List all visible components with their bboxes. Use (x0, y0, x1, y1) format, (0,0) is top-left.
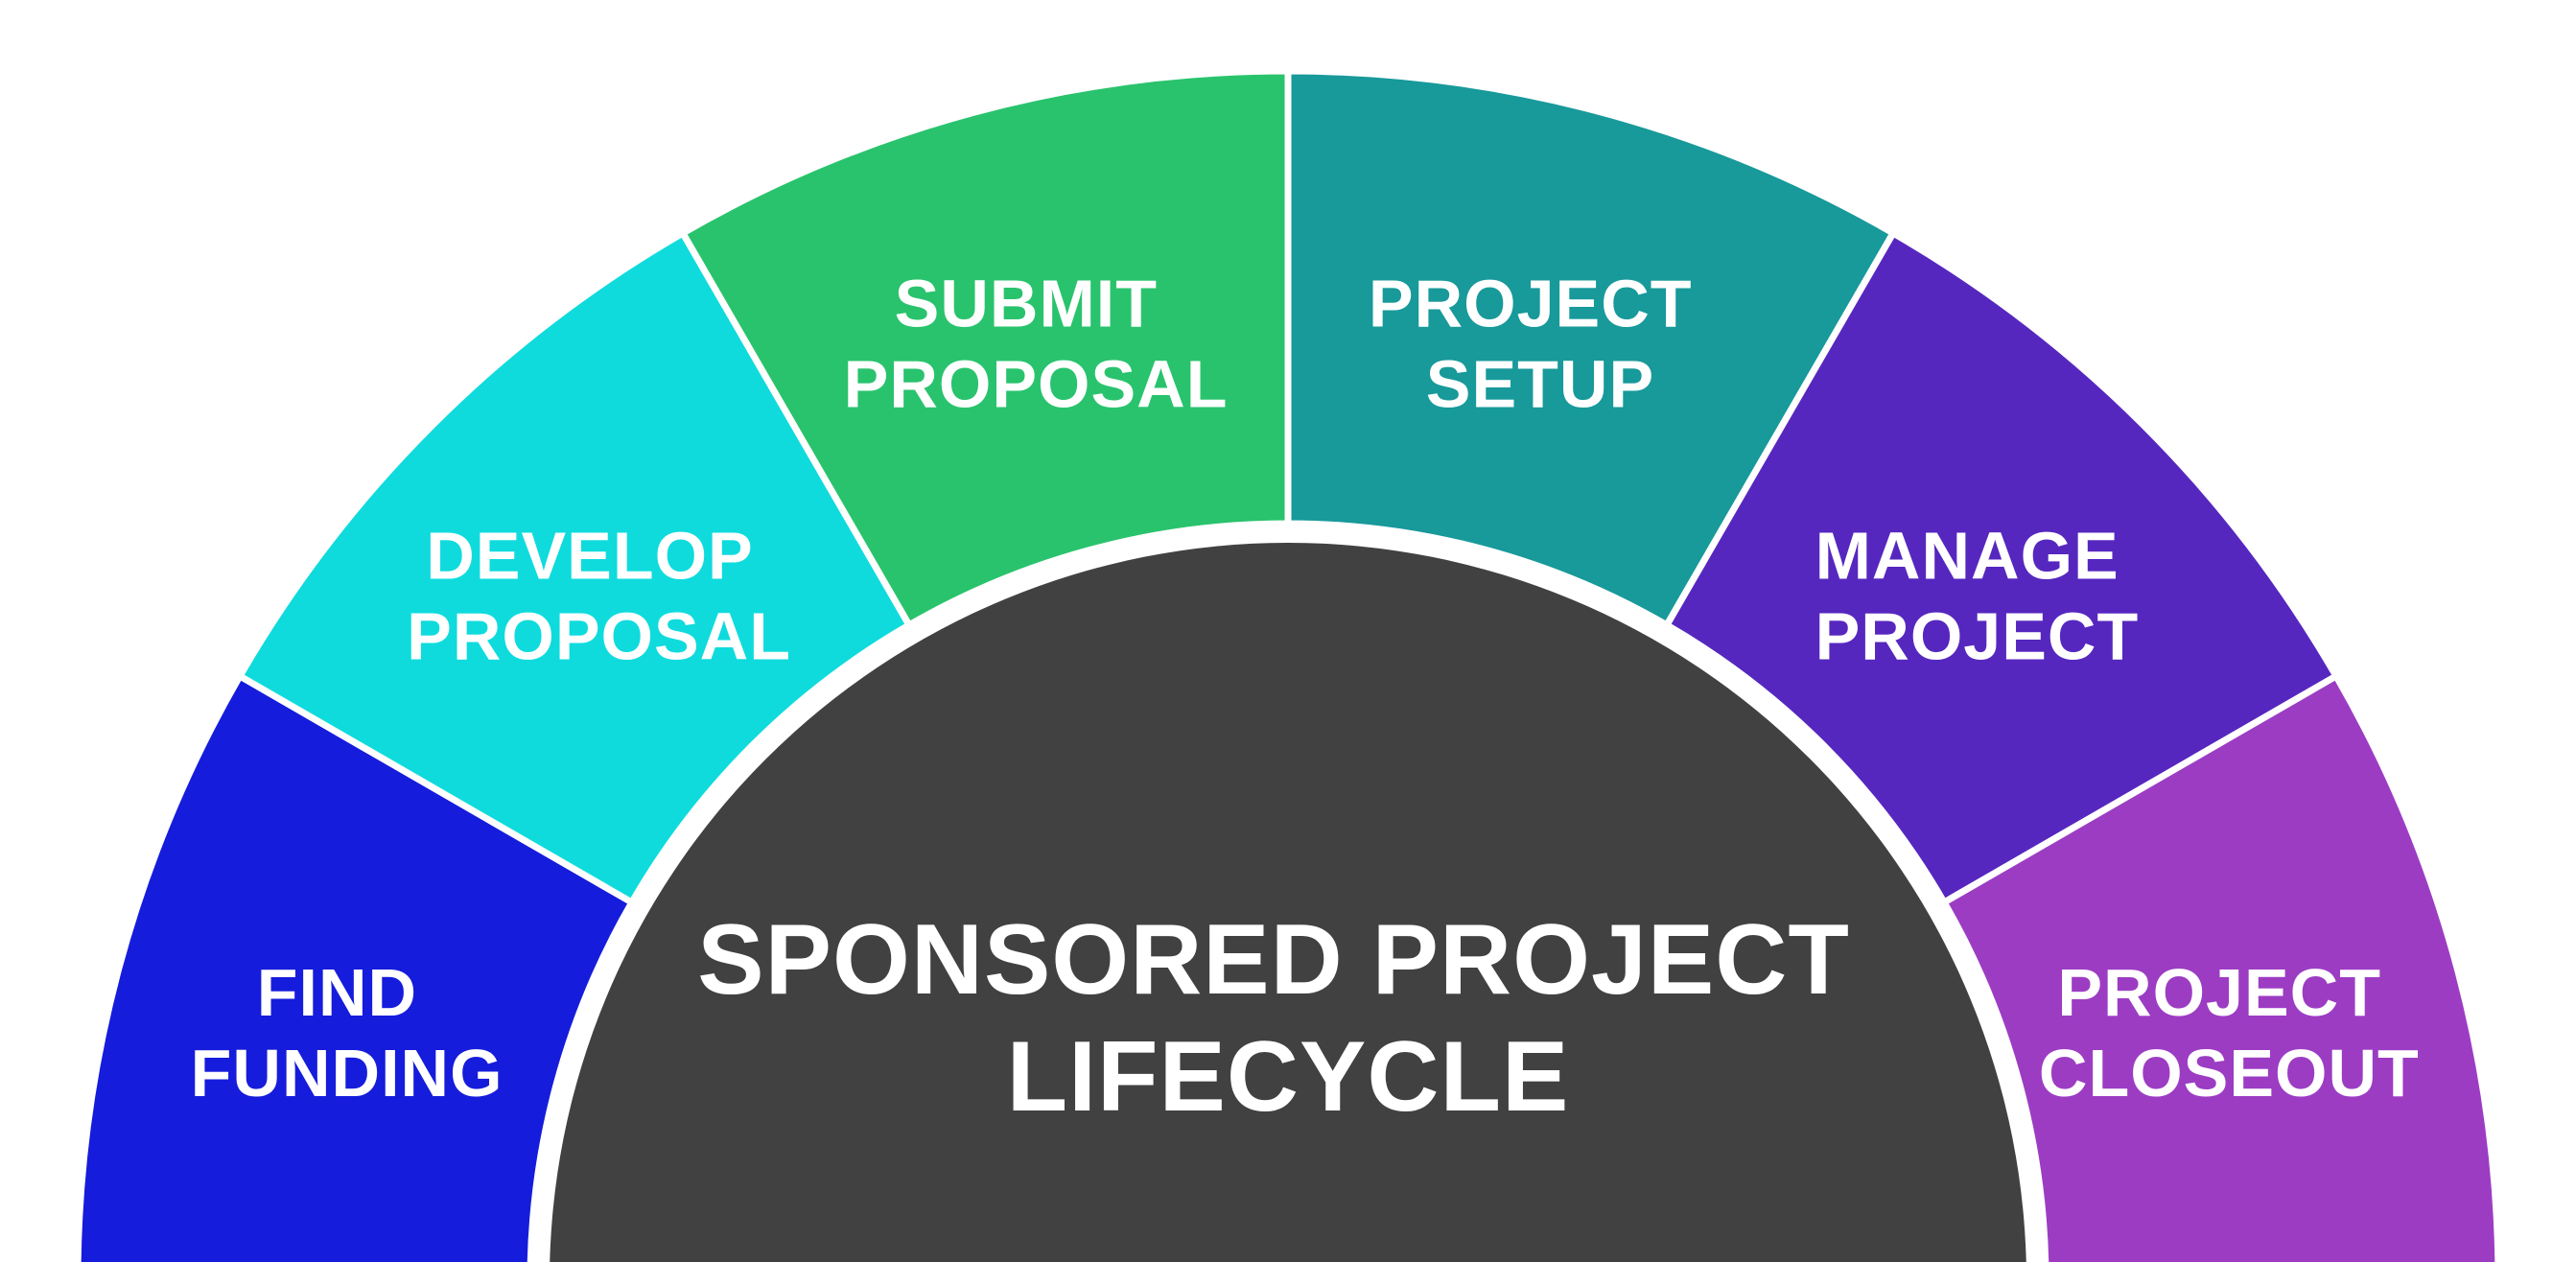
stage-label-line2: FUNDING (191, 1036, 503, 1110)
stage-label-line1: MANAGE (1815, 519, 2119, 594)
stage-label-project-closeout: PROJECT CLOSEOUT (2039, 955, 2420, 1110)
stage-label-line2: PROPOSAL (407, 599, 791, 674)
stage-segments (74, 67, 2502, 1262)
center-disc (550, 543, 2026, 1262)
stage-segment-project-closeout (1939, 671, 2502, 1262)
stage-label-line1: FIND (257, 955, 417, 1030)
stage-label-line1: PROJECT (1369, 267, 1693, 341)
stage-segment-manage-project (1662, 228, 2341, 907)
stage-labels: FIND FUNDING DEVELOP PROPOSAL SUBMIT PRO… (191, 267, 2420, 1110)
stage-label-line2: CLOSEOUT (2039, 1036, 2420, 1110)
stage-label-submit-proposal: SUBMIT PROPOSAL (844, 267, 1229, 422)
center-title-line2: LIFECYCLE (1007, 1021, 1570, 1133)
stage-segment-develop-proposal (235, 228, 914, 907)
center-title: SPONSORED PROJECT LIFECYCLE (697, 904, 1879, 1133)
stage-label-line2: PROPOSAL (844, 347, 1229, 422)
stage-segment-project-setup (1284, 67, 1898, 630)
stage-label-project-setup: PROJECT SETUP (1369, 267, 1712, 422)
stage-label-develop-proposal: DEVELOP PROPOSAL (407, 519, 791, 674)
stage-label-line1: PROJECT (2057, 955, 2381, 1030)
stage-label-line2: PROJECT (1815, 599, 2140, 674)
stage-label-line2: SETUP (1426, 347, 1654, 422)
stage-label-line1: DEVELOP (426, 519, 752, 594)
stage-label-manage-project: MANAGE PROJECT (1815, 519, 2140, 674)
stage-label-line1: SUBMIT (895, 267, 1158, 341)
center-title-line1: SPONSORED PROJECT (697, 904, 1850, 1016)
stage-segment-submit-proposal (678, 67, 1292, 630)
stage-label-find-funding: FIND FUNDING (191, 955, 503, 1110)
